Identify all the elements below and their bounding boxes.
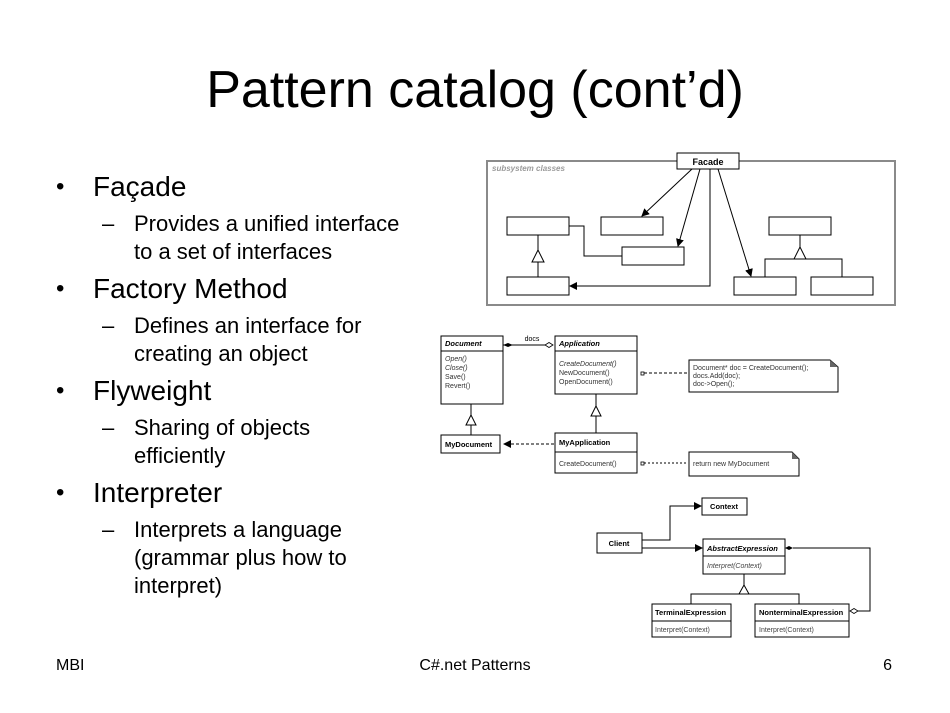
sub-bullet-line: Provides a unified interface xyxy=(134,211,400,236)
sub-bullet-line: interpret) xyxy=(134,573,223,598)
operation: CreateDocument() xyxy=(559,361,617,368)
bullet-interpreter: • Interpreter xyxy=(56,476,476,510)
footer-author: MBI xyxy=(56,657,85,674)
dash-glyph: – xyxy=(102,211,115,236)
context-class xyxy=(701,497,748,516)
note-line: doc->Open(); xyxy=(693,381,734,388)
sub-bullet-line: to a set of interfaces xyxy=(134,239,333,264)
note-line: return new MyDocument xyxy=(693,461,769,468)
operation: Interpret(Context) xyxy=(707,563,762,570)
subsystem-class xyxy=(506,216,570,236)
sub-bullet-line: creating an object xyxy=(134,341,308,366)
facade-diagram: subsystem classes Facade xyxy=(486,152,896,306)
context-class-name: Context xyxy=(710,502,738,511)
bullet-facade: • Façade xyxy=(56,170,476,204)
slide-title: Pattern catalog (cont’d) xyxy=(206,61,744,119)
dash-glyph: – xyxy=(102,415,115,440)
abstractexpression-class-name: AbstractExpression xyxy=(706,544,778,553)
subsystem-class xyxy=(506,276,570,296)
package-label: subsystem classes xyxy=(492,164,565,173)
mydocument-class xyxy=(440,434,501,454)
sub-bullet-line: efficiently xyxy=(134,443,226,468)
sub-bullet-facade: –Provides a unified interface to a set of… xyxy=(56,210,476,266)
subsystem-class xyxy=(733,276,797,296)
note-return-mydocument xyxy=(688,451,800,477)
terminalexpression-class-name: TerminalExpression xyxy=(655,608,727,617)
association-label: docs xyxy=(525,336,540,343)
bullet-dot: • xyxy=(56,275,65,302)
operation: Close() xyxy=(445,365,468,372)
bullet-label: Flyweight xyxy=(93,375,212,406)
sub-bullet-flyweight: –Sharing of objects efficiently xyxy=(56,414,476,470)
operation: Save() xyxy=(445,374,466,381)
nonterminalexpression-class-name: NonterminalExpression xyxy=(759,608,844,617)
facade-class-label: Facade xyxy=(692,157,723,167)
sub-bullet-line: Sharing of objects xyxy=(134,415,311,440)
operation: Interpret(Context) xyxy=(655,627,710,634)
bullet-flyweight: • Flyweight xyxy=(56,374,476,408)
document-class-name: Document xyxy=(445,339,482,348)
bullet-dot: • xyxy=(56,479,65,506)
interpreter-diagram: Context Client AbstractExpression Interp… xyxy=(596,497,871,638)
bullet-dot: • xyxy=(56,173,65,200)
note-new-document xyxy=(688,359,839,393)
bullet-label: Façade xyxy=(93,171,187,202)
operation: Interpret(Context) xyxy=(759,627,814,634)
bullet-label: Interpreter xyxy=(93,477,223,508)
myapplication-class xyxy=(554,432,638,474)
subsystem-class xyxy=(768,216,832,236)
factory-method-diagram: Document Open() Close() Save() Revert() … xyxy=(440,335,839,477)
client-class xyxy=(596,532,643,554)
operation: CreateDocument() xyxy=(559,461,617,468)
sub-bullet-factory-method: –Defines an interface for creating an obj… xyxy=(56,312,476,368)
sub-bullet-line: Interprets a language xyxy=(134,517,342,542)
operation: NewDocument() xyxy=(559,370,610,377)
myapplication-class-name: MyApplication xyxy=(559,438,611,447)
sub-bullet-line: (grammar plus how to xyxy=(134,545,347,570)
application-class-name: Application xyxy=(558,339,600,348)
mydocument-class-name: MyDocument xyxy=(445,440,493,449)
subsystem-class xyxy=(600,216,664,236)
subsystem-class xyxy=(810,276,874,296)
operation: Open() xyxy=(445,356,467,363)
client-class-name: Client xyxy=(609,539,630,548)
dash-glyph: – xyxy=(102,313,115,338)
facade-class xyxy=(676,152,740,170)
document-class xyxy=(440,335,504,405)
dash-glyph: – xyxy=(102,517,115,542)
operation: OpenDocument() xyxy=(559,379,613,386)
footer-title: C#.net Patterns xyxy=(419,657,531,674)
note-line: Document* doc = CreateDocument(); xyxy=(693,365,808,372)
bullet-label: Factory Method xyxy=(93,273,288,304)
subsystem-class xyxy=(621,246,685,266)
sub-bullet-line: Defines an interface for xyxy=(134,313,362,338)
page-number: 6 xyxy=(883,657,892,674)
note-line: docs.Add(doc); xyxy=(693,373,740,380)
bullet-factory-method: • Factory Method xyxy=(56,272,476,306)
operation: Revert() xyxy=(445,383,470,390)
bullet-dot: • xyxy=(56,377,65,404)
sub-bullet-interpreter: –Interprets a language (grammar plus how … xyxy=(56,516,476,600)
